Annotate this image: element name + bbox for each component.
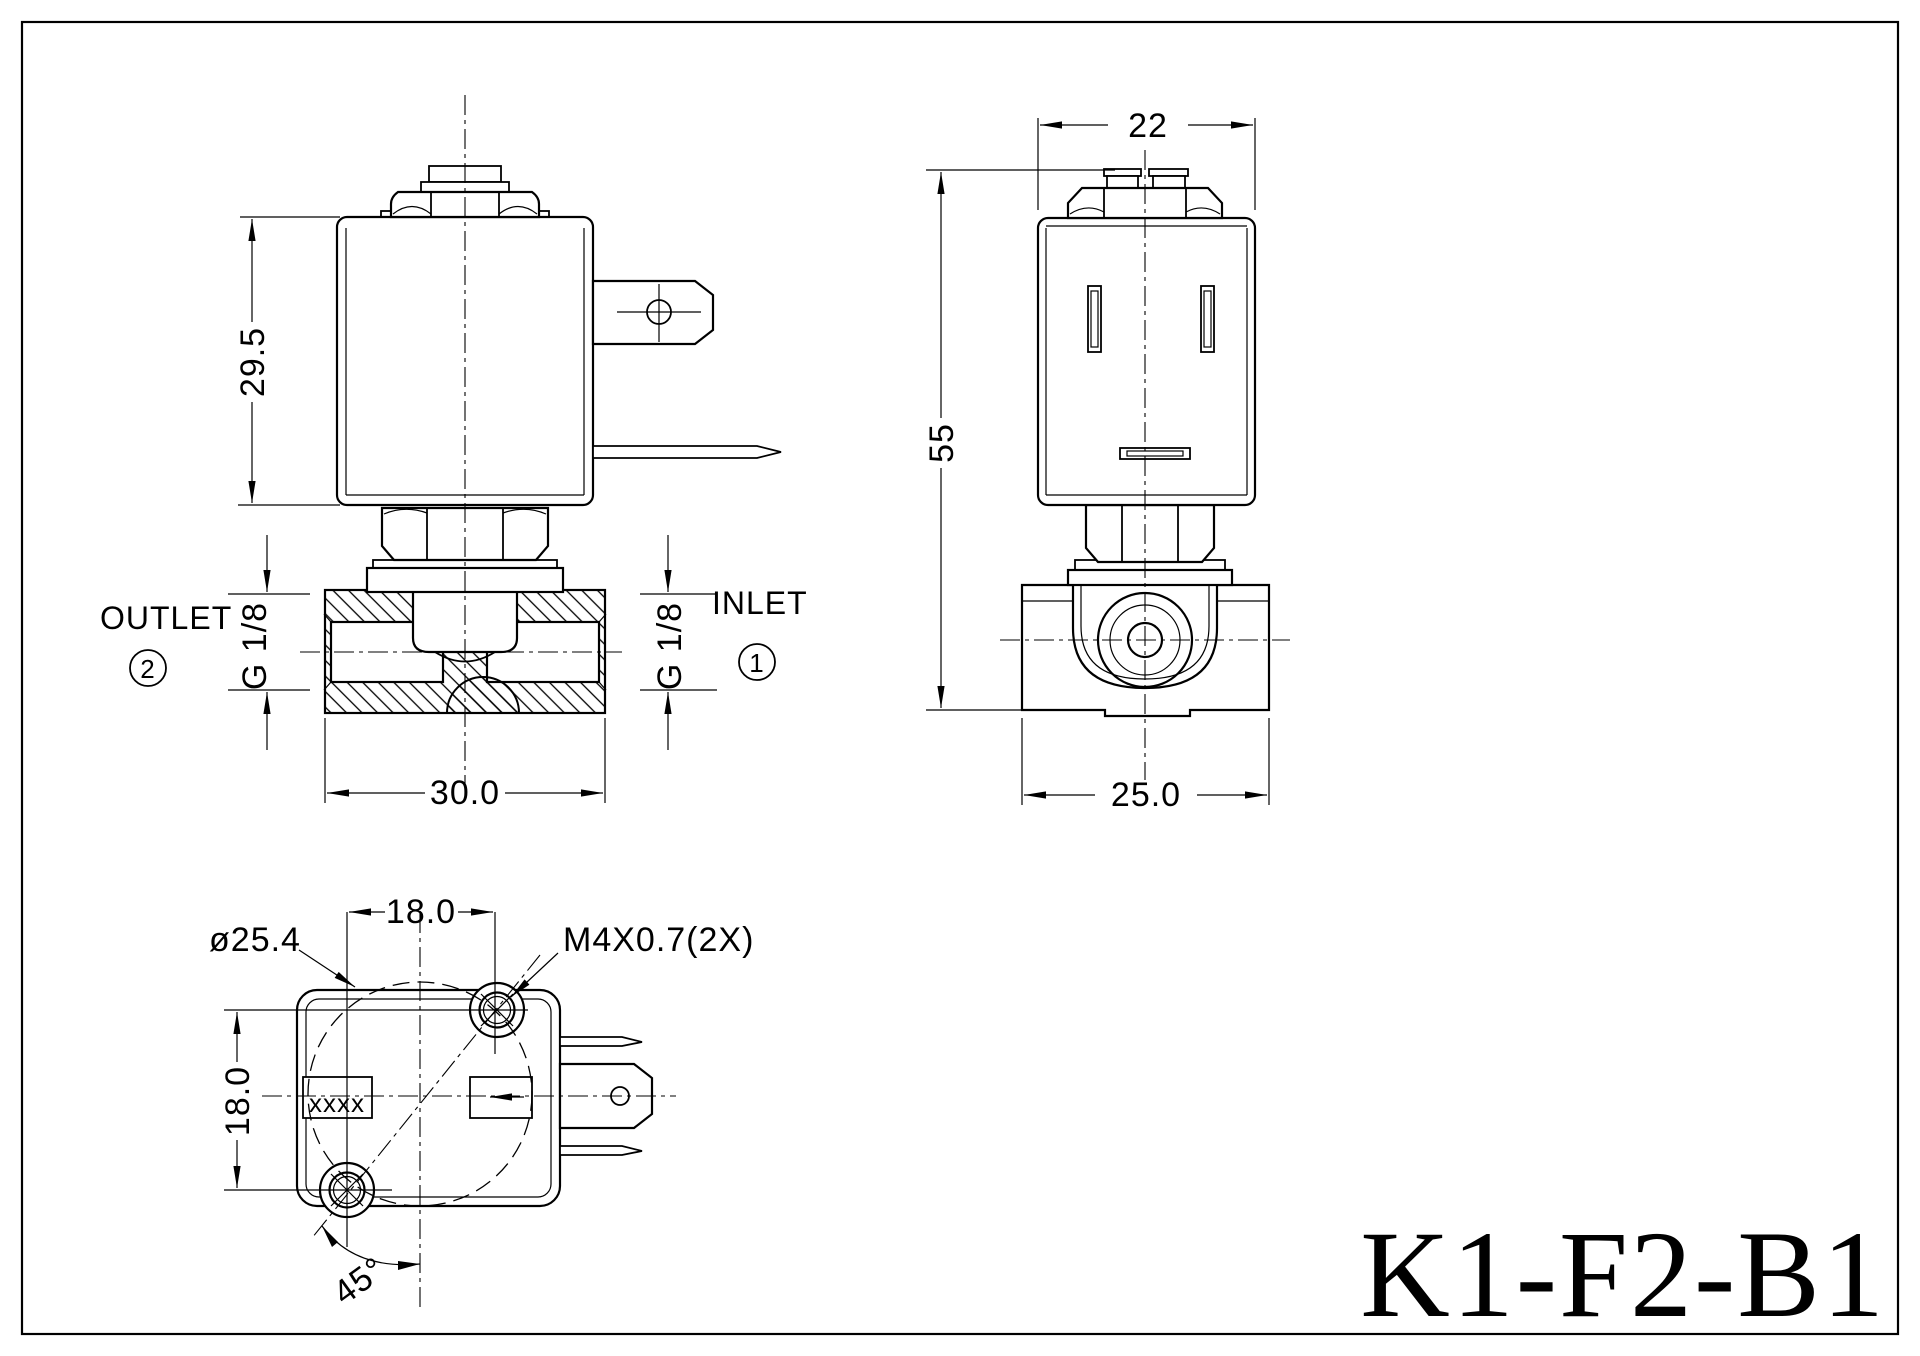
side-body-width-dimension: 25.0: [1021, 718, 1270, 814]
bottom-view: xxxx 18.0: [209, 893, 754, 1313]
hole-spacing-vertical-text: 18.0: [219, 1066, 257, 1136]
bottom-hole-spacing-vertical: 18.0: [219, 1009, 528, 1191]
front-connector: [591, 279, 782, 459]
front-view: 29.5 G 1/8 G 1/8 30.0 OUTLET: [100, 95, 808, 812]
outlet-label: OUTLET: [100, 600, 232, 636]
side-cap-nut: [1066, 168, 1224, 220]
side-coil-width-dimension: 22: [1037, 107, 1256, 210]
outlet-thread-dimension: G 1/8: [228, 535, 310, 750]
outlet-thread-text: G 1/8: [236, 602, 274, 690]
hole-spacing-horizontal-text: 18.0: [386, 893, 456, 931]
inlet-port-badge: 1: [738, 643, 776, 681]
part-number-title: K1-F2-B1: [1360, 1206, 1886, 1343]
mounting-thread-text: M4X0.7(2X): [563, 921, 754, 959]
side-total-height-text: 55: [923, 423, 961, 463]
side-view: 22 55 25.0: [923, 107, 1290, 814]
sheet-border: [20, 20, 1900, 1336]
inlet-thread-text: G 1/8: [651, 602, 689, 690]
bottom-hole-spacing-horizontal: 18.0: [346, 893, 496, 1247]
inlet-thread-dimension: G 1/8: [640, 535, 717, 750]
side-body-width-text: 25.0: [1111, 776, 1181, 814]
coil-diameter-text: ø25.4: [209, 921, 301, 959]
date-code-marking: xxxx: [309, 1088, 365, 1118]
inlet-label: INLET: [712, 585, 808, 621]
side-bonnet-nut: [1066, 503, 1234, 587]
bottom-housing: [295, 988, 562, 1208]
coil-diameter-callout: ø25.4: [209, 921, 356, 988]
front-height-dim-text: 29.5: [234, 327, 272, 397]
side-coil: [1036, 216, 1257, 507]
bottom-angle-dimension: 45°: [321, 1225, 421, 1313]
outlet-port-badge: 2: [129, 649, 167, 687]
front-height-dimension: 29.5: [234, 216, 340, 506]
inlet-port-number: 1: [749, 648, 764, 678]
bottom-marking-windows: xxxx: [302, 1076, 533, 1119]
bottom-45deg-centerline: [311, 954, 541, 1239]
front-width-dim-text: 30.0: [430, 774, 500, 812]
outlet-port-number: 2: [140, 654, 155, 684]
side-total-height-dimension: 55: [923, 169, 1115, 711]
side-coil-width-text: 22: [1128, 107, 1168, 145]
side-valve-body: [1020, 571, 1271, 718]
mounting-thread-callout: M4X0.7(2X): [510, 921, 754, 998]
front-width-dimension: 30.0: [324, 718, 606, 812]
angle-dim-text: 45°: [326, 1250, 392, 1313]
